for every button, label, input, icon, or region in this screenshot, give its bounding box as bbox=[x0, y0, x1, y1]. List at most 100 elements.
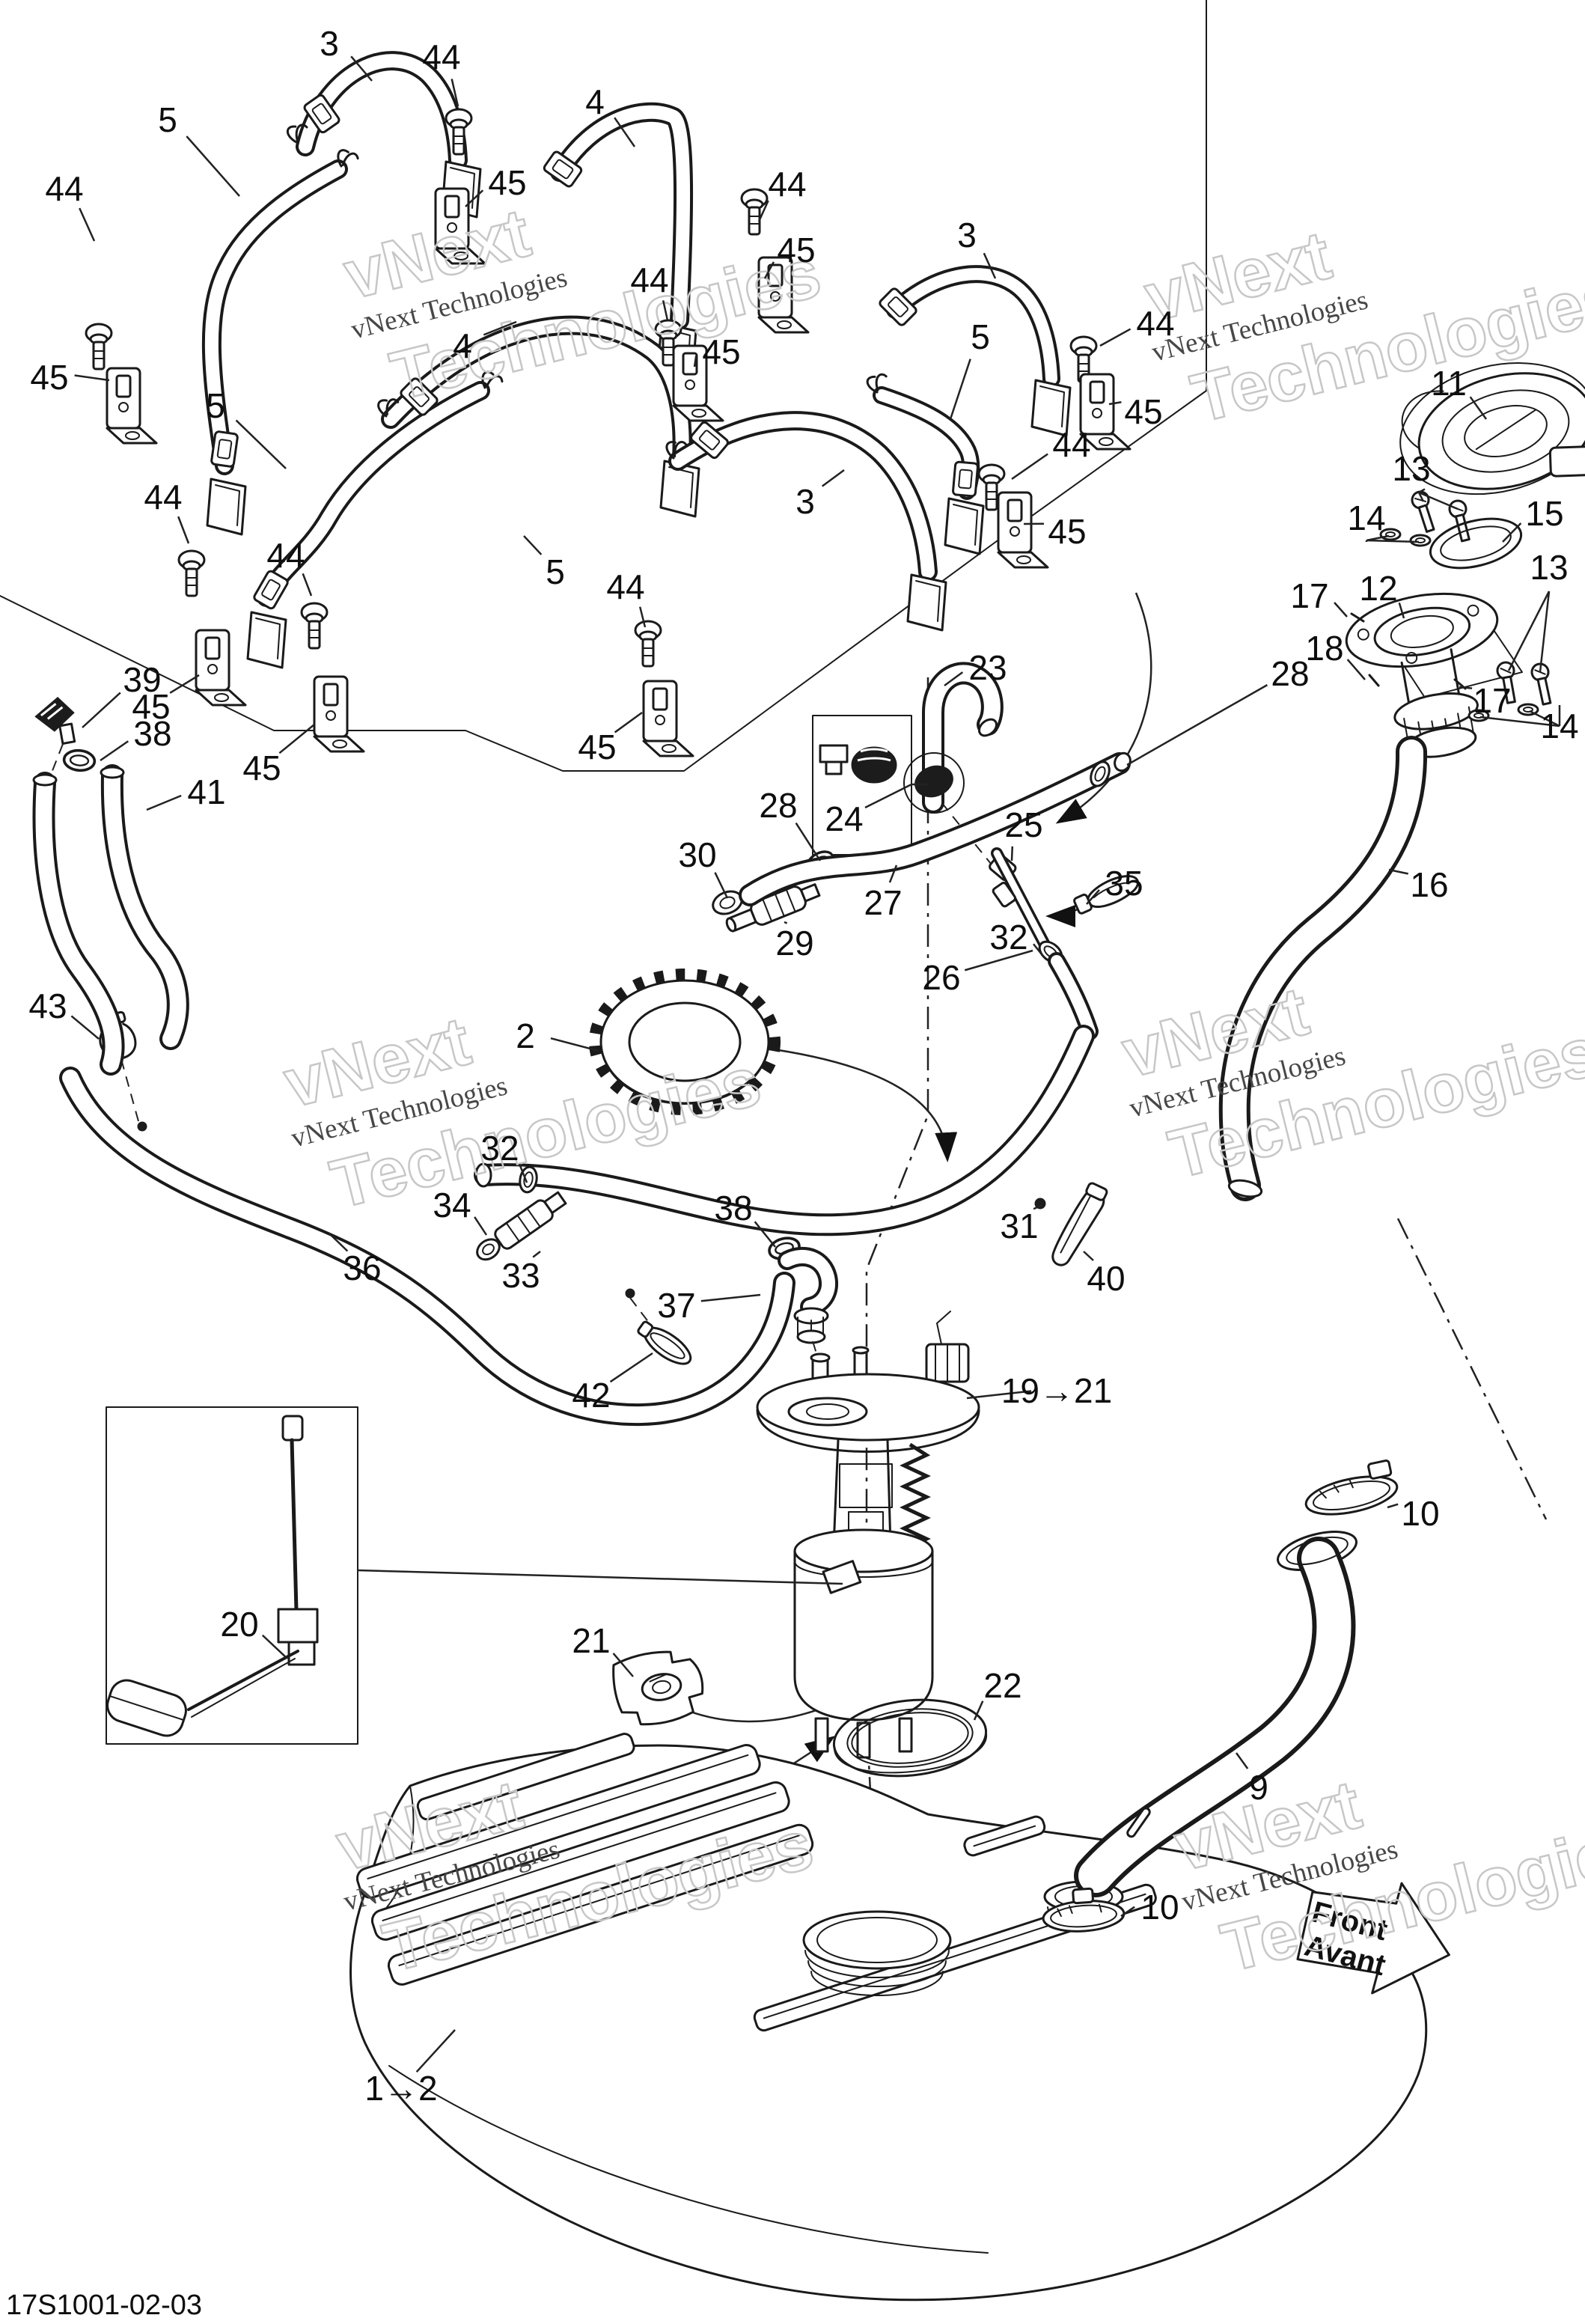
leader-line bbox=[944, 671, 964, 687]
callout-27: 27 bbox=[864, 883, 902, 922]
leader-line bbox=[1108, 401, 1122, 406]
purge-valve-group bbox=[712, 751, 1132, 933]
leader-line bbox=[700, 1293, 761, 1302]
leader-line bbox=[1507, 591, 1551, 671]
strap-5b bbox=[246, 369, 505, 669]
callout-32: 32 bbox=[989, 918, 1027, 957]
callout-11: 11 bbox=[1431, 364, 1467, 403]
leader-line bbox=[474, 1216, 488, 1236]
strap-3b bbox=[665, 411, 947, 632]
leader-line bbox=[177, 516, 190, 544]
leader-line bbox=[1469, 396, 1488, 420]
leader-line bbox=[1235, 1752, 1249, 1769]
leader-line bbox=[186, 135, 240, 197]
leader-line bbox=[1459, 686, 1473, 689]
pump-connector bbox=[925, 1311, 970, 1383]
callout-41: 41 bbox=[187, 772, 225, 811]
leader-line bbox=[329, 1233, 349, 1252]
callout-45: 45 bbox=[1048, 512, 1086, 551]
callout-44: 44 bbox=[45, 169, 83, 208]
callout-45: 45 bbox=[1124, 392, 1162, 431]
leader-line bbox=[714, 872, 729, 899]
callout-44: 44 bbox=[768, 165, 806, 204]
float bbox=[106, 1679, 187, 1737]
leader-line bbox=[1011, 453, 1048, 481]
leader-line bbox=[784, 921, 788, 924]
leader-line bbox=[1099, 328, 1132, 347]
leader-line bbox=[70, 1015, 100, 1040]
leader-line bbox=[888, 864, 898, 883]
callout-3: 3 bbox=[320, 24, 339, 63]
callout-40: 40 bbox=[1087, 1259, 1125, 1298]
callout-44: 44 bbox=[144, 478, 182, 516]
callout-38: 38 bbox=[714, 1189, 752, 1227]
callout-34: 34 bbox=[433, 1186, 471, 1224]
cap-gasket bbox=[1429, 517, 1523, 570]
grommet-detail-box bbox=[812, 715, 965, 856]
callout-13: 13 bbox=[1392, 449, 1430, 488]
leader-line bbox=[169, 674, 200, 694]
leader-line bbox=[532, 1251, 541, 1258]
screw-17a bbox=[1350, 612, 1365, 623]
leader-line bbox=[465, 189, 484, 207]
callout-5: 5 bbox=[206, 386, 225, 425]
callout-4: 4 bbox=[585, 82, 605, 121]
callout-13: 13 bbox=[1530, 548, 1568, 587]
callout-44: 44 bbox=[630, 260, 668, 299]
callout-12: 12 bbox=[1359, 569, 1397, 608]
clip-43-line bbox=[119, 1053, 139, 1122]
callout-10: 10 bbox=[1401, 1494, 1439, 1533]
leader-line bbox=[1417, 492, 1425, 502]
leader-line bbox=[451, 79, 459, 107]
callout-45: 45 bbox=[702, 332, 740, 371]
seal-22 bbox=[832, 1698, 988, 1778]
callout-9: 9 bbox=[1249, 1768, 1268, 1807]
fuel-cap bbox=[1399, 362, 1585, 495]
callout-5: 5 bbox=[546, 552, 565, 591]
pump-neck bbox=[802, 1910, 952, 1996]
callout-44: 44 bbox=[422, 37, 460, 76]
callout-44: 44 bbox=[606, 567, 644, 606]
fuel-hose-36-group bbox=[59, 1010, 795, 1427]
ring-nut bbox=[589, 969, 781, 1115]
callout-44: 44 bbox=[1136, 304, 1174, 343]
leader-line bbox=[763, 261, 775, 279]
callout-36: 36 bbox=[343, 1248, 381, 1287]
leader-line bbox=[1398, 602, 1405, 619]
leader-line bbox=[550, 1037, 599, 1052]
callout-16: 16 bbox=[1410, 865, 1448, 904]
vent-elbow bbox=[922, 662, 1004, 814]
callout-35: 35 bbox=[1105, 864, 1143, 903]
filler-flange bbox=[1345, 592, 1499, 758]
leader-line bbox=[1388, 868, 1408, 875]
callout-45: 45 bbox=[578, 728, 616, 766]
leader-line bbox=[523, 535, 543, 555]
valve-33-34 bbox=[476, 1191, 567, 1261]
leader-line bbox=[973, 1701, 984, 1721]
leader-line bbox=[261, 1634, 288, 1659]
strap-5c bbox=[864, 370, 985, 555]
leader-line bbox=[983, 252, 997, 279]
strap-3c bbox=[877, 265, 1072, 437]
leader-line bbox=[1033, 943, 1045, 959]
fuel-tank bbox=[349, 1733, 1428, 2302]
callout-21: 21 bbox=[572, 1621, 610, 1660]
vent-hose-9-group bbox=[1042, 1459, 1399, 1933]
valve-29 bbox=[725, 883, 821, 933]
callout-42: 42 bbox=[572, 1376, 610, 1415]
callout-19→21: 19→21 bbox=[1001, 1371, 1112, 1410]
callout-29: 29 bbox=[775, 924, 813, 963]
document-code: 17S1001-02-03 bbox=[6, 2290, 202, 2321]
clamp-10-upper bbox=[1304, 1459, 1399, 1516]
leader-line bbox=[864, 783, 912, 809]
callout-23: 23 bbox=[968, 648, 1007, 687]
callout-1→2: 1→2 bbox=[364, 2069, 437, 2108]
callout-32: 32 bbox=[480, 1129, 519, 1168]
callout-45: 45 bbox=[30, 358, 68, 397]
callout-45: 45 bbox=[242, 748, 281, 787]
callout-39: 39 bbox=[123, 660, 161, 699]
callout-20: 20 bbox=[220, 1605, 258, 1644]
callout-5: 5 bbox=[158, 100, 177, 139]
